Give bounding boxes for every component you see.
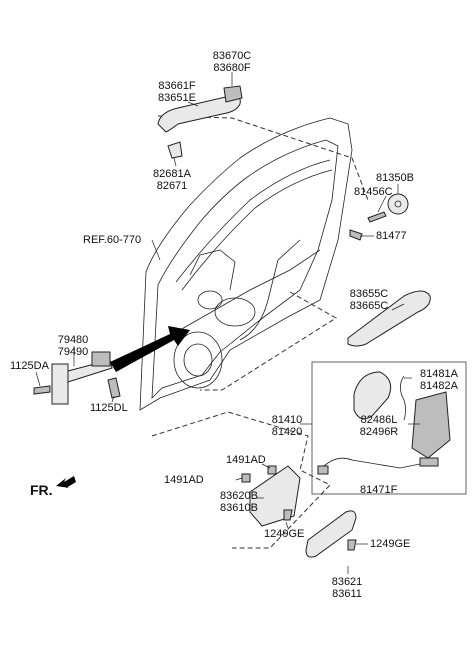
screw-1249GE-a <box>283 509 293 521</box>
label-ref-60-770: REF.60-770 <box>83 234 142 246</box>
leader-ref <box>151 239 161 261</box>
window-channel-2 <box>181 169 333 291</box>
label-82681A: 82681A <box>153 168 191 180</box>
label-1491AD-lower: 1491AD <box>164 474 204 486</box>
cable-end-2 <box>317 465 329 475</box>
leader-83661F <box>187 101 199 107</box>
cable-end <box>419 457 439 467</box>
window-channel <box>175 159 331 283</box>
label-81482A: 81482A <box>420 380 458 392</box>
label-83651E: 83651E <box>158 92 196 104</box>
label-81456C: 81456C <box>354 186 393 198</box>
handle-bezel <box>305 510 357 558</box>
label-83680F: 83680F <box>213 62 251 74</box>
panel-hole-1 <box>173 331 223 389</box>
label-82671: 82671 <box>156 180 188 192</box>
panel-hole-2 <box>183 343 213 377</box>
fr-arrow <box>56 476 76 488</box>
panel-rib-3 <box>189 249 236 291</box>
dashed-boundary-right <box>200 291 337 391</box>
label-81410: 81410 <box>271 414 303 426</box>
label-83611: 83611 <box>332 588 362 600</box>
leader-1125DA <box>35 371 41 387</box>
door-checker-stop <box>91 351 111 367</box>
panel-hole-3 <box>214 297 256 327</box>
bolt-81477 <box>349 229 363 241</box>
leader-1491AD-b <box>261 463 271 469</box>
latch-rod-1 <box>400 375 406 421</box>
striker-bolt <box>367 211 387 223</box>
latch-actuator <box>353 371 392 420</box>
door-frame-inner <box>151 139 339 400</box>
panel-rib-2 <box>179 249 321 331</box>
label-82486L: 82486L <box>360 414 398 426</box>
leader-83655C <box>391 303 405 311</box>
latch-body <box>411 391 451 459</box>
leader-1125DL <box>111 395 115 403</box>
label-79480: 79480 <box>57 334 89 346</box>
label-81477: 81477 <box>376 230 407 242</box>
label-83621: 83621 <box>331 576 363 588</box>
label-1491AD-upper: 1491AD <box>226 454 266 466</box>
label-1249GE-left: 1249GE <box>264 528 305 540</box>
inner-handle-rod <box>347 290 431 347</box>
label-82496R: 82496R <box>359 426 399 438</box>
latch-assembly-box <box>311 361 467 495</box>
label-83620B: 83620B <box>220 490 258 502</box>
screw-1249GE-b <box>347 539 357 551</box>
assembly-arrow <box>110 326 190 372</box>
door-checker-bracket <box>51 363 69 405</box>
label-81420: 81420 <box>271 426 303 438</box>
label-1125DA: 1125DA <box>10 360 49 372</box>
label-83670C: 83670C <box>212 50 252 62</box>
panel-rib-1 <box>239 239 301 341</box>
label-83665C: 83665C <box>349 300 389 312</box>
striker-hole <box>394 200 402 208</box>
label-1125DL: 1125DL <box>90 402 128 414</box>
label-79490: 79490 <box>57 346 89 358</box>
bolt-1125DL <box>107 377 121 399</box>
clip-1491AD <box>241 473 251 483</box>
label-81481A: 81481A <box>420 368 458 380</box>
label-1249GE-right: 1249GE <box>370 538 411 550</box>
bolt-1125DA <box>33 385 51 395</box>
clip-1491AD-2 <box>267 465 277 475</box>
outside-handle <box>157 95 241 133</box>
panel-hole-4 <box>197 290 223 310</box>
leader-1491AD-a <box>235 477 243 481</box>
latch-cable <box>321 457 421 469</box>
leader-81456C <box>377 195 387 213</box>
label-83610B: 83610B <box>220 502 258 514</box>
door-frame-outline <box>139 117 353 411</box>
label-81350B: 81350B <box>376 172 414 184</box>
label-83655C: 83655C <box>349 288 389 300</box>
handle-clip <box>167 141 183 159</box>
leader-1249GE-a <box>285 521 289 529</box>
dashed-boundary-upper <box>157 115 369 201</box>
label-81471F: 81471F <box>360 484 398 496</box>
label-front-direction: FR. <box>30 482 53 498</box>
handle-cap <box>223 85 243 103</box>
leader-82681A <box>173 157 177 167</box>
label-83661F: 83661F <box>158 80 196 92</box>
